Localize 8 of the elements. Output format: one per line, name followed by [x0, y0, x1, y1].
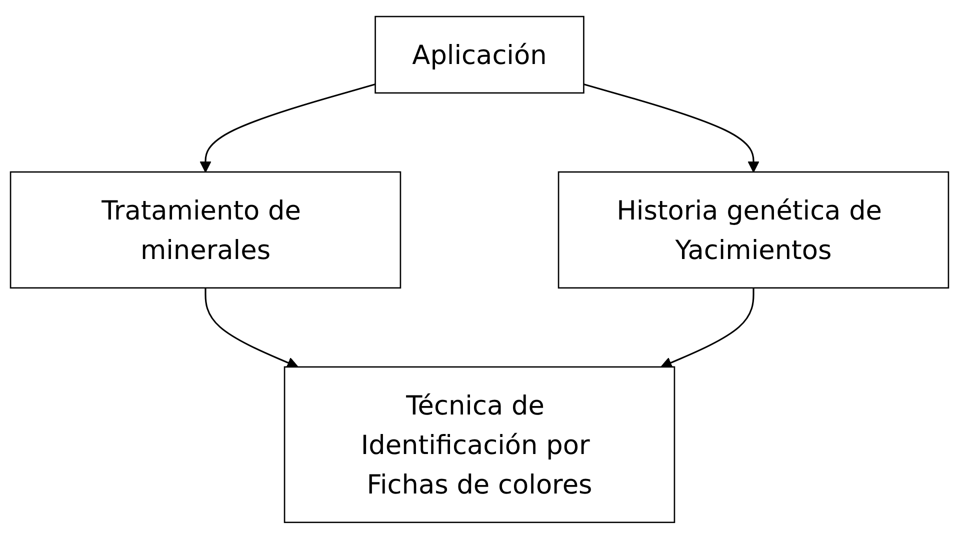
node-box: Técnica de Identificación por Fichas de colores — [284, 366, 676, 523]
node-box: Tratamiento de minerales — [10, 170, 402, 288]
node-box: Historia genética de Yacimientos — [558, 170, 950, 288]
arrow — [200, 83, 376, 172]
arrow — [660, 287, 754, 368]
node-box: Aplicación — [374, 15, 584, 94]
arrow — [204, 287, 298, 368]
arrow — [584, 83, 760, 172]
